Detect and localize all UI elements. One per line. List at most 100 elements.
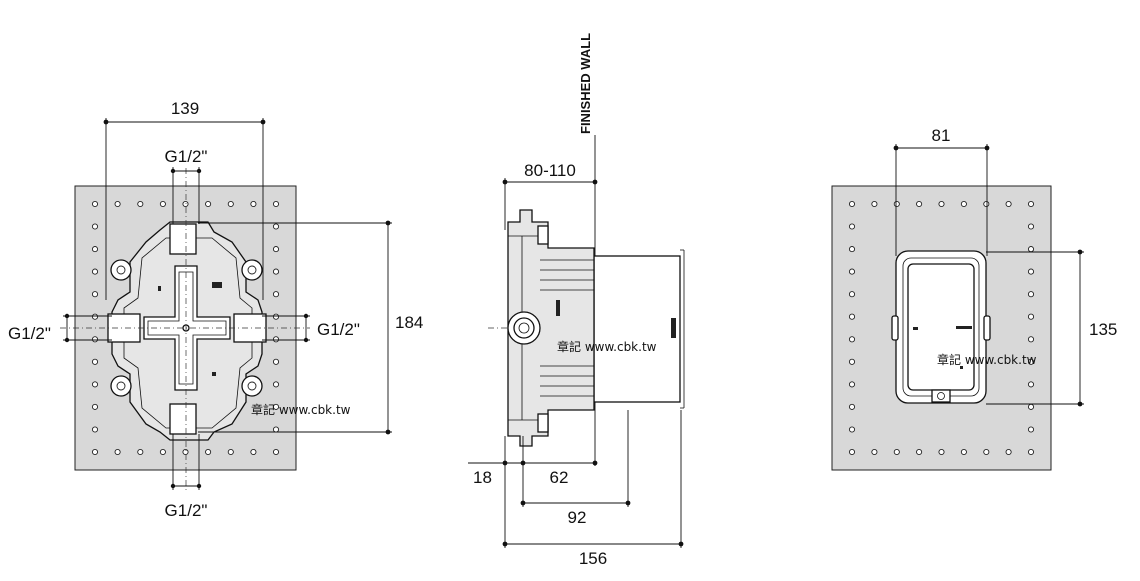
plate-hole [91, 403, 99, 410]
plate-hole [272, 291, 280, 298]
bottom-port [169, 403, 197, 435]
plate-hole [205, 448, 212, 456]
plate-hole [91, 246, 99, 253]
plate-hole [848, 336, 856, 343]
plate-hole [91, 426, 99, 433]
plate-hole [893, 448, 900, 456]
front-watermark: 章記 www.cbk.tw [251, 402, 351, 417]
dim-18-label: 18 [473, 468, 492, 487]
plate-hole [848, 381, 856, 388]
front-view: 139 G1/2" G1/2" G1/2" G1/2" 184 章記 www.c… [8, 99, 423, 520]
plate-hole [159, 200, 166, 208]
plate-hole [227, 200, 234, 208]
left-port-label: G1/2" [8, 324, 51, 343]
plate-hole [1027, 200, 1035, 208]
plate-hole [848, 268, 856, 275]
plate-hole [91, 291, 99, 298]
plate-hole [983, 200, 990, 208]
plate-hole [1005, 448, 1012, 456]
plate-hole [960, 200, 967, 208]
plate-hole [1027, 403, 1035, 410]
side-view: FINISHED WALL [468, 33, 685, 568]
rear-height-label: 135 [1089, 320, 1117, 339]
plate-hole [272, 200, 280, 208]
plate-hole [848, 358, 856, 365]
side-body [507, 209, 595, 447]
plate-hole [272, 336, 280, 343]
plate-hole [91, 200, 99, 208]
plate-hole [848, 448, 856, 456]
plate-hole [1027, 336, 1035, 343]
right-port-label: G1/2" [317, 320, 360, 339]
top-port [169, 223, 197, 255]
plate-hole [1027, 223, 1035, 230]
plate-hole [91, 336, 99, 343]
plate-hole [848, 200, 856, 208]
plate-hole [272, 426, 280, 433]
plate-hole [272, 403, 280, 410]
plate-hole [250, 448, 257, 456]
plate-hole [182, 448, 189, 456]
plate-hole [91, 448, 99, 456]
plate-hole [227, 448, 234, 456]
plate-hole [848, 223, 856, 230]
plate-hole [1027, 448, 1035, 456]
plate-hole [848, 291, 856, 298]
plate-hole [1027, 358, 1035, 365]
plate-hole [272, 381, 280, 388]
plate-hole [91, 358, 99, 365]
plate-hole [114, 448, 121, 456]
plate-hole [272, 246, 280, 253]
plate-hole [272, 268, 280, 275]
plate-hole [272, 358, 280, 365]
plate-hole [848, 403, 856, 410]
top-port-label: G1/2" [165, 147, 208, 166]
plate-hole [91, 313, 99, 320]
plate-hole [848, 246, 856, 253]
front-width-label: 139 [171, 99, 199, 118]
plate-hole [848, 426, 856, 433]
plate-hole [1027, 268, 1035, 275]
plate-hole [871, 448, 878, 456]
plate-hole [137, 448, 144, 456]
plate-hole [938, 200, 945, 208]
front-plate-holes [91, 200, 280, 456]
plate-hole [1027, 313, 1035, 320]
plate-hole [1005, 200, 1012, 208]
plate-hole [137, 200, 144, 208]
plate-hole [916, 200, 923, 208]
plate-hole [983, 448, 990, 456]
plate-hole [272, 223, 280, 230]
side-watermark: 章記 www.cbk.tw [557, 339, 657, 354]
dim-156-label: 156 [579, 549, 607, 568]
plate-hole [938, 448, 945, 456]
plate-hole [114, 200, 121, 208]
plate-hole [848, 313, 856, 320]
plate-hole [960, 448, 967, 456]
plate-hole [1027, 246, 1035, 253]
plate-hole [272, 313, 280, 320]
dim-62-label: 62 [550, 468, 569, 487]
bottom-port-label: G1/2" [165, 501, 208, 520]
plate-hole [871, 200, 878, 208]
finished-wall-label: FINISHED WALL [578, 33, 593, 134]
plate-hole [893, 200, 900, 208]
rear-plate-holes [848, 200, 1035, 456]
plate-hole [272, 448, 280, 456]
plate-hole [91, 223, 99, 230]
depth-range-label: 80-110 [524, 161, 576, 180]
front-height-label: 184 [395, 313, 423, 332]
rear-view: 81 135 章記 www.cbk.tw [831, 126, 1117, 471]
plate-hole [205, 200, 212, 208]
dim-92-label: 92 [568, 508, 587, 527]
plate-hole [916, 448, 923, 456]
mounting-ear [110, 259, 263, 397]
plate-hole [1027, 291, 1035, 298]
plate-hole [1027, 381, 1035, 388]
plate-hole [182, 200, 189, 208]
plate-hole [1027, 426, 1035, 433]
plate-hole [159, 448, 166, 456]
plate-hole [91, 381, 99, 388]
rear-width-label: 81 [932, 126, 951, 145]
